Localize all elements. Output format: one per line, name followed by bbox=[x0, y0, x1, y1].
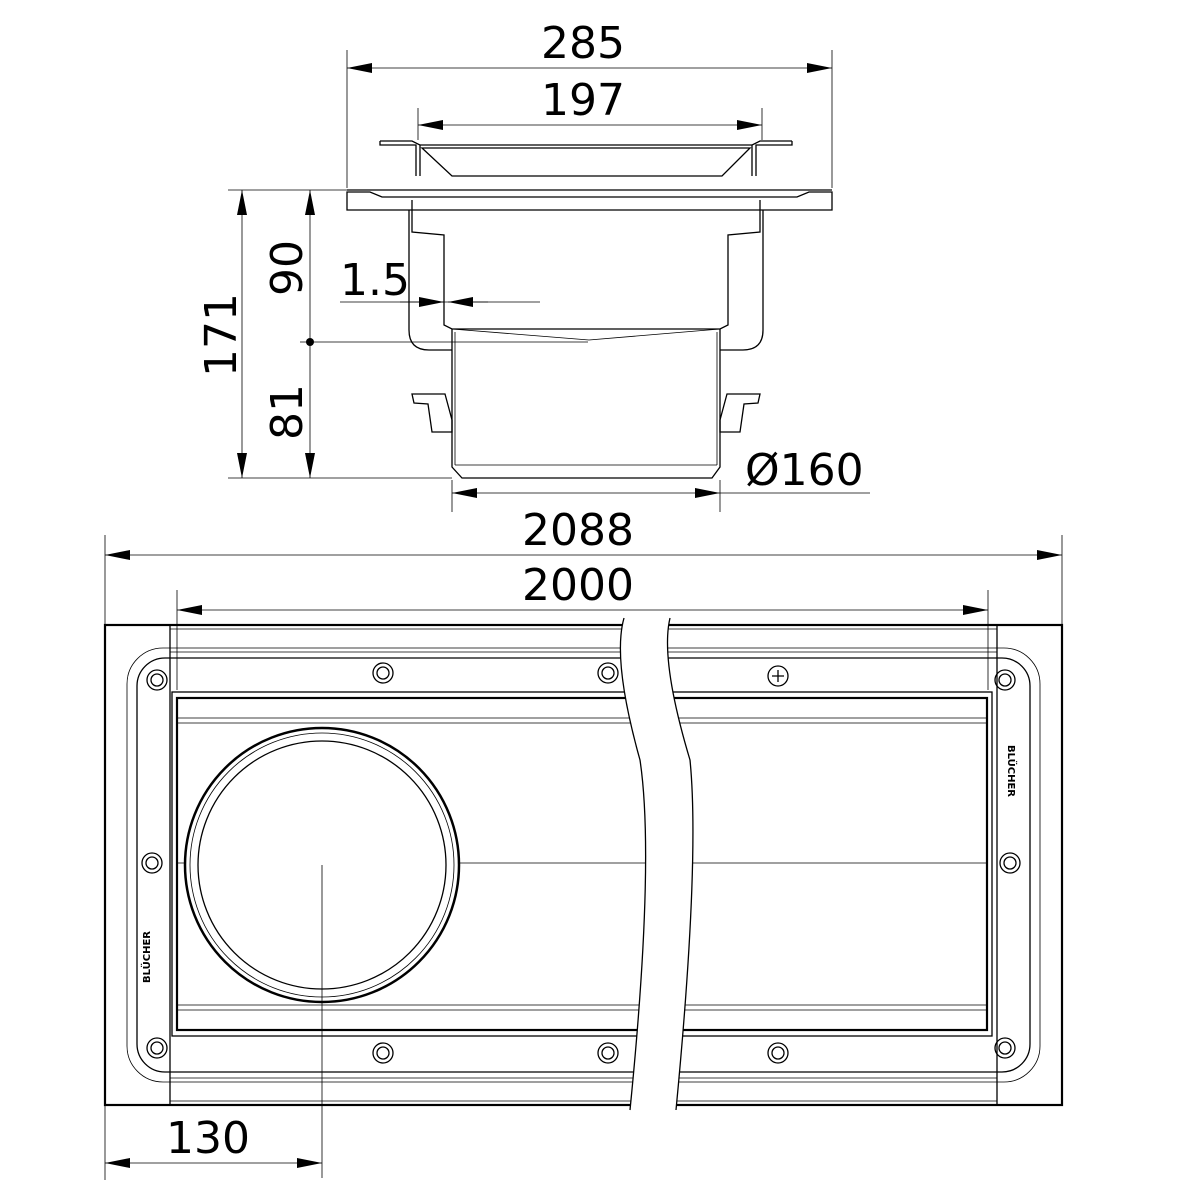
dim-label-197: 197 bbox=[541, 75, 625, 126]
plan-view: 2088 2000 bbox=[103, 505, 1064, 1180]
dim-label-1-5: 1.5 bbox=[340, 255, 410, 306]
brand-mark-left: BLÜCHER bbox=[139, 931, 153, 983]
section-view: 285 197 171 bbox=[196, 18, 870, 512]
dim-label-130: 130 bbox=[166, 1113, 250, 1164]
dim-label-2000: 2000 bbox=[522, 560, 634, 611]
grate-section bbox=[379, 140, 793, 177]
dim-label-diameter-160: Ø160 bbox=[745, 445, 864, 496]
screw-holes bbox=[141, 662, 1021, 1064]
dim-label-285: 285 bbox=[541, 18, 625, 69]
dim-label-2088: 2088 bbox=[522, 505, 634, 556]
brand-mark-right: BLÜCHER bbox=[1005, 745, 1019, 797]
dim-label-171: 171 bbox=[196, 293, 247, 377]
channel-body-section bbox=[346, 189, 833, 479]
break-gap bbox=[620, 618, 693, 1110]
channel-plan bbox=[103, 623, 1064, 1107]
dim-label-81: 81 bbox=[262, 384, 313, 440]
dim-label-90: 90 bbox=[262, 240, 313, 296]
